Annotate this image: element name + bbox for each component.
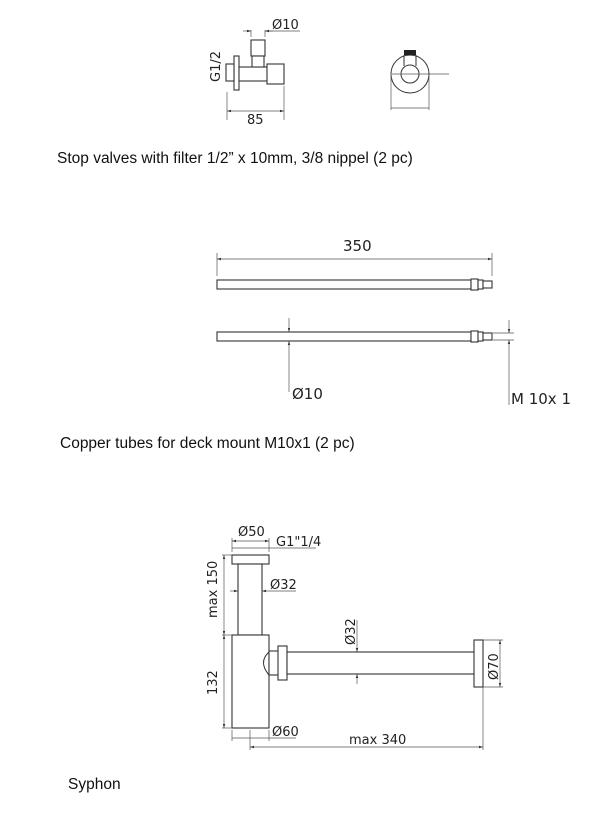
valve-dim-length: 85 <box>247 113 264 128</box>
syphon-drawing <box>222 538 503 750</box>
syphon-dim-wall-flange-diameter: Ø70 <box>487 653 502 680</box>
tube-dim-diameter: Ø10 <box>292 385 323 403</box>
syphon-dim-top-thread: G1"1/4 <box>276 535 321 550</box>
tube-dim-length: 350 <box>343 237 372 255</box>
syphon-dim-pipe-diameter: Ø32 <box>270 578 297 593</box>
copper-tube-bottom <box>216 318 514 405</box>
valve-dim-stem-diameter: Ø10 <box>272 18 299 33</box>
copper-tubes-caption: Copper tubes for deck mount M10x1 (2 pc) <box>60 435 355 452</box>
syphon-caption: Syphon <box>68 776 121 793</box>
syphon-dim-horizontal-pipe-diameter: Ø32 <box>344 618 359 645</box>
valve-dim-thread: G1/2 <box>209 51 224 82</box>
stop-valves-caption: Stop valves with filter 1/2” x 10mm, 3/8… <box>57 150 413 167</box>
stop-valve-front-view <box>390 50 449 110</box>
syphon-dim-top-diameter: Ø50 <box>238 525 265 540</box>
syphon-dim-length: max 340 <box>349 733 406 748</box>
stop-valve-side-view <box>225 29 300 120</box>
syphon-dim-height-bottom: 132 <box>206 670 221 695</box>
tube-dim-thread: M 10x 1 <box>511 390 571 408</box>
syphon-dim-bottle-diameter: Ø60 <box>272 725 299 740</box>
copper-tube-top <box>216 253 493 291</box>
syphon-dim-height-top: max 150 <box>206 561 221 618</box>
